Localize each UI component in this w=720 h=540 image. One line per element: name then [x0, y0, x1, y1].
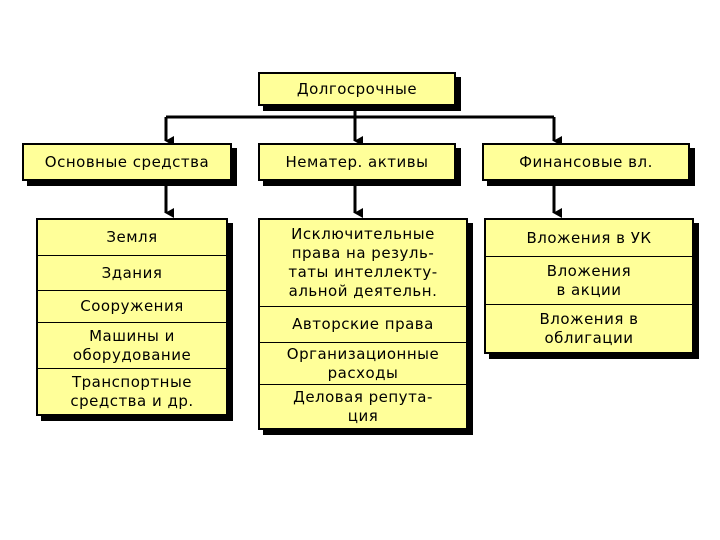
intangible-assets-list: Исключительные права на резуль- таты инт…	[258, 218, 468, 430]
list-item-label: Земля	[106, 228, 158, 246]
list-item-label: Авторские права	[292, 315, 434, 333]
list-item-label: Деловая репута- ция	[293, 387, 433, 425]
list-item-label: Исключительные права на резуль- таты инт…	[288, 225, 438, 300]
list-item-label: Машины и оборудование	[72, 326, 192, 364]
list-item: Вложения в УК	[486, 220, 692, 256]
list-item: Организационные расходы	[260, 342, 466, 384]
list-item: Сооружения	[38, 290, 226, 322]
list-item-label: Вложения в акции	[546, 261, 632, 299]
column-title-intangible-assets: Нематер. активы	[285, 152, 429, 171]
list-item-label: Сооружения	[80, 297, 184, 315]
column-title-financial-investments: Финансовые вл.	[519, 152, 653, 171]
list-item: Вложения в облигации	[486, 304, 692, 352]
list-item: Машины и оборудование	[38, 322, 226, 368]
column-header-fixed-assets: Основные средства	[22, 143, 232, 181]
column-title-fixed-assets: Основные средства	[44, 152, 210, 171]
list-item: Вложения в акции	[486, 256, 692, 304]
list-item: Транспортные средства и др.	[38, 368, 226, 414]
list-item: Деловая репута- ция	[260, 384, 466, 428]
root-box: Долгосрочные	[258, 72, 456, 106]
list-item-label: Транспортные средства и др.	[70, 372, 194, 410]
column-header-intangible-assets: Нематер. активы	[258, 143, 456, 181]
list-item: Здания	[38, 255, 226, 290]
list-item-label: Организационные расходы	[286, 344, 440, 382]
list-item: Исключительные права на резуль- таты инт…	[260, 220, 466, 306]
list-item-label: Здания	[101, 263, 163, 282]
list-item: Авторские права	[260, 306, 466, 342]
column-header-financial-investments: Финансовые вл.	[482, 143, 690, 181]
fixed-assets-list: Земля Здания Сооружения Машины и оборудо…	[36, 218, 228, 416]
list-item: Земля	[38, 220, 226, 255]
list-item-label: Вложения в УК	[526, 228, 652, 247]
financial-investments-list: Вложения в УК Вложения в акции Вложения …	[484, 218, 694, 354]
list-item-label: Вложения в облигации	[539, 309, 639, 347]
root-label: Долгосрочные	[296, 79, 418, 98]
